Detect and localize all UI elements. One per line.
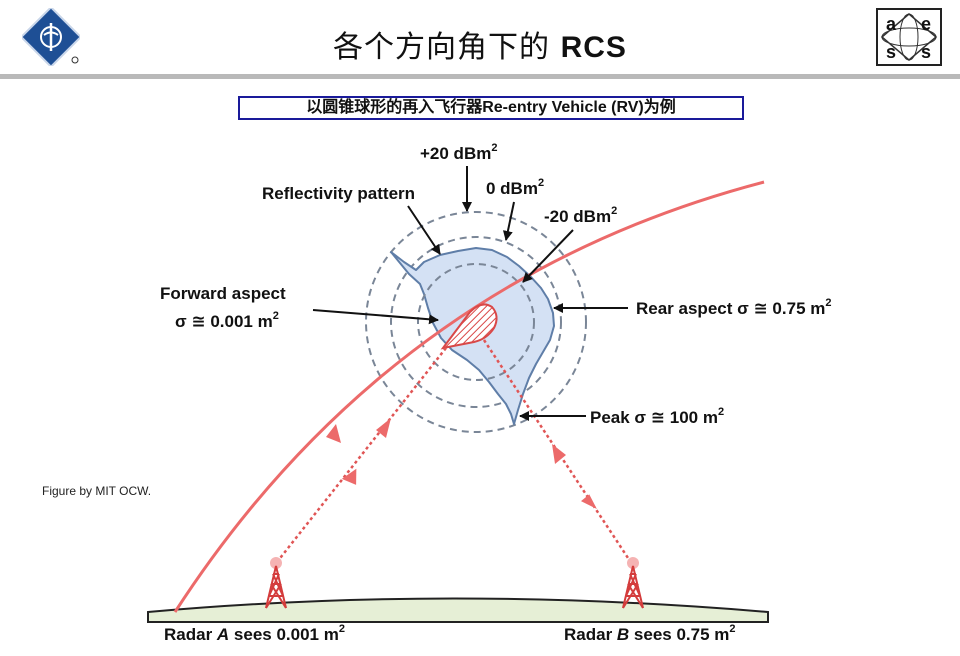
dashed-circle-middle bbox=[390, 236, 562, 408]
radar-b-arrow-up bbox=[552, 444, 566, 464]
level-plus20-sup: 2 bbox=[491, 142, 497, 154]
rear-label-text: Rear aspect σ ≅ 0.75 m bbox=[636, 299, 825, 318]
level-plus20-label: +20 dBm2 bbox=[420, 142, 497, 163]
reflectivity-label: Reflectivity pattern bbox=[262, 184, 415, 203]
dashed-circle-inner bbox=[417, 263, 535, 381]
radar-b-arrow-down bbox=[580, 494, 597, 509]
forward-value-text: σ ≅ 0.001 m bbox=[175, 312, 273, 331]
aess-logo: a e s s bbox=[876, 8, 942, 66]
radar-a-arrow-up bbox=[376, 418, 391, 438]
figure-credit: Figure by MIT OCW. bbox=[42, 484, 151, 498]
radar-a-los bbox=[276, 347, 447, 563]
radar-a-suffix: sees 0.001 m bbox=[229, 625, 339, 644]
trajectory-arrowhead bbox=[326, 424, 341, 443]
page-title: 各个方向角下的 RCS bbox=[0, 22, 960, 66]
subtitle-box: 以圆锥球形的再入飞行器Re-entry Vehicle (RV)为例 bbox=[238, 96, 744, 120]
level-0-text: 0 dBm bbox=[486, 179, 538, 198]
rcs-diagram: +20 dBm2 0 dBm2 -20 dBm2 Reflectivity pa… bbox=[42, 142, 831, 644]
peak-label-text: Peak σ ≅ 100 m bbox=[590, 408, 718, 427]
radar-a-sup: 2 bbox=[339, 623, 345, 635]
peak-label-sup: 2 bbox=[718, 406, 724, 418]
level-minus20-label: -20 dBm2 bbox=[544, 205, 617, 226]
peak-label: Peak σ ≅ 100 m2 bbox=[590, 406, 724, 427]
reflectivity-arrow bbox=[407, 205, 441, 255]
level-minus20-sup: 2 bbox=[611, 205, 617, 217]
dashed-circle-outer bbox=[365, 211, 587, 433]
level-minus20-text: -20 dBm bbox=[544, 207, 611, 226]
radar-b-sup: 2 bbox=[729, 623, 735, 635]
rear-label-sup: 2 bbox=[825, 297, 831, 309]
radar-a-arrow-down bbox=[341, 468, 357, 485]
ieee-logo bbox=[22, 8, 80, 66]
slide-header: 各个方向角下的 RCS a e s s bbox=[0, 0, 960, 82]
radar-a-tower bbox=[265, 557, 287, 609]
aess-letter-s1: s bbox=[886, 42, 896, 62]
forward-arrow bbox=[312, 309, 439, 325]
radar-b-tower bbox=[622, 557, 644, 609]
aess-letter-a: a bbox=[886, 14, 897, 34]
aess-letter-s2: s bbox=[921, 42, 931, 62]
zero-arrow bbox=[502, 201, 515, 241]
title-rule bbox=[0, 74, 960, 79]
title-prefix: 各个方向角下的 bbox=[333, 30, 551, 65]
forward-value-sup: 2 bbox=[273, 310, 279, 322]
level-0-label: 0 dBm2 bbox=[486, 177, 544, 198]
rear-label: Rear aspect σ ≅ 0.75 m2 bbox=[636, 297, 831, 318]
reentry-vehicle bbox=[440, 303, 498, 350]
radar-a-prefix: Radar bbox=[164, 625, 217, 644]
aess-letter-e: e bbox=[921, 14, 931, 34]
title-rcs: RCS bbox=[560, 31, 627, 64]
ground bbox=[147, 597, 769, 623]
radar-b-label: Radar B sees 0.75 m2 bbox=[564, 623, 736, 644]
radar-a-letter: A bbox=[216, 625, 229, 644]
radar-b-suffix: sees 0.75 m bbox=[629, 625, 729, 644]
rv-trajectory bbox=[173, 180, 765, 613]
minus20-arrow bbox=[522, 229, 574, 283]
level-plus20-text: +20 dBm bbox=[420, 144, 491, 163]
radar-b-prefix: Radar bbox=[564, 625, 617, 644]
radar-a-label: Radar A sees 0.001 m2 bbox=[164, 623, 345, 644]
forward-value: σ ≅ 0.001 m2 bbox=[175, 310, 279, 331]
radar-b-letter: B bbox=[617, 625, 629, 644]
level-0-sup: 2 bbox=[538, 177, 544, 189]
forward-title: Forward aspect bbox=[160, 284, 286, 303]
